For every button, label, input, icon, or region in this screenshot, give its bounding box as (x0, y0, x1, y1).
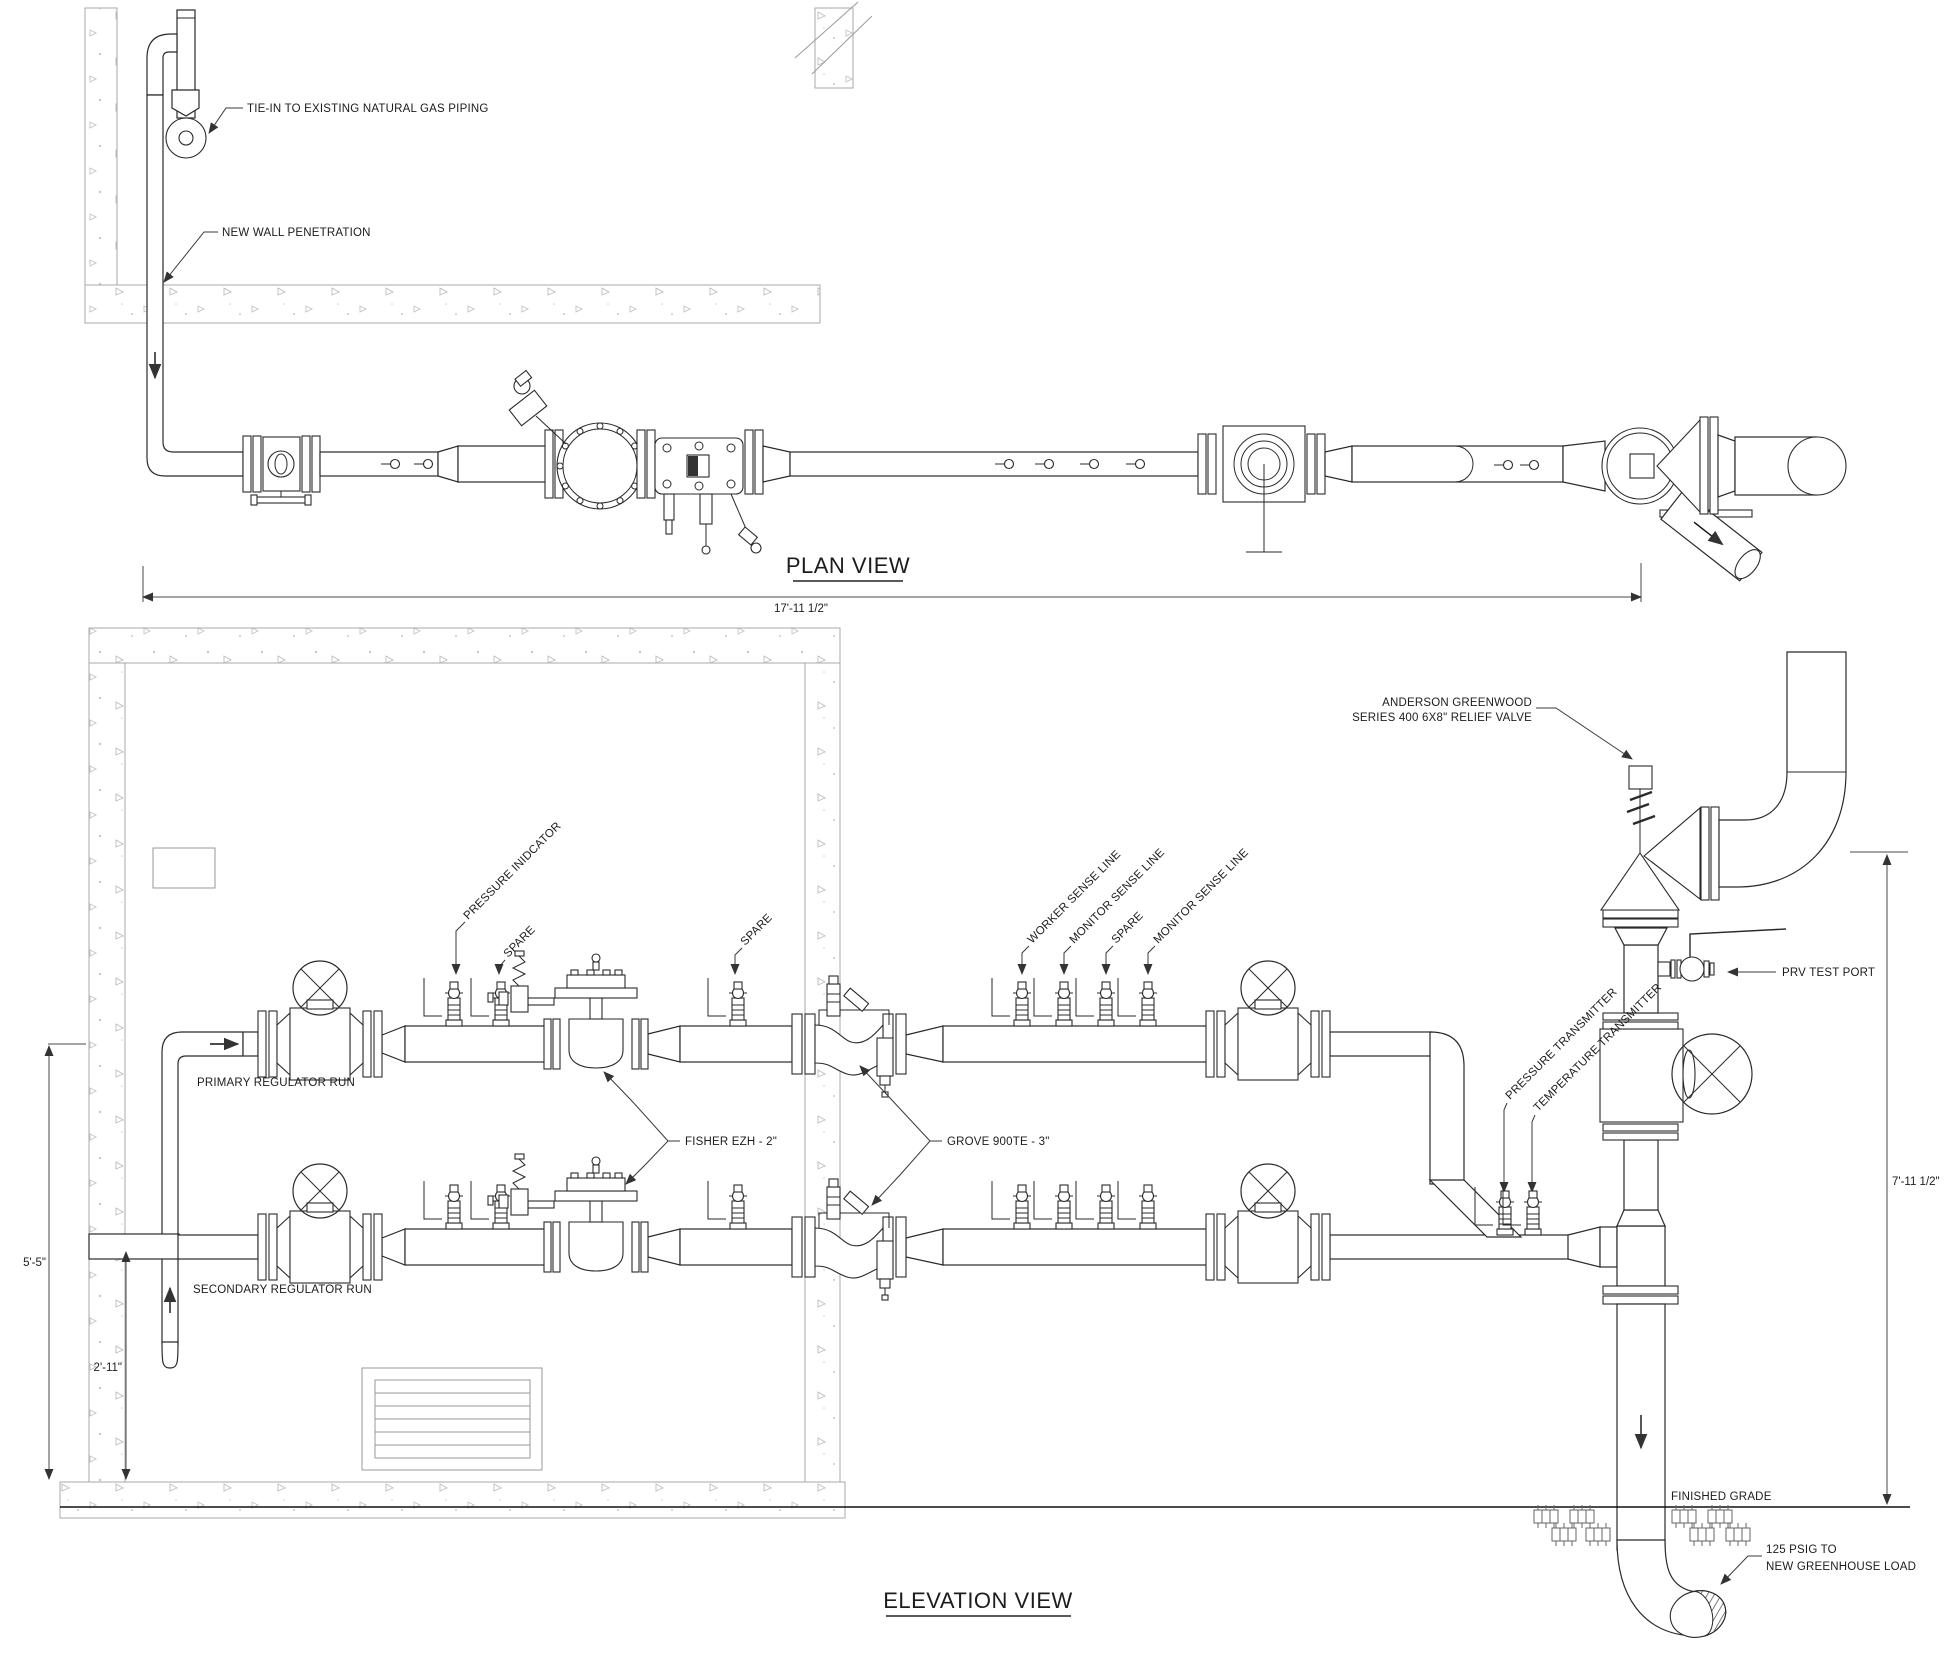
plan-tap (1043, 458, 1055, 470)
plan-tap (1003, 458, 1015, 470)
label-grove-900te: GROVE 900TE - 3" (947, 1136, 1050, 1148)
plan-width-dimension: 17'-11 1/2" (774, 603, 828, 615)
spare-tap (707, 977, 748, 1027)
drip-leg-cap (161, 1341, 179, 1369)
label-monitor-sense-2: MONITOR SENSE LINE (1152, 847, 1252, 947)
header-spool (1599, 1226, 1618, 1268)
plan-vent-down (1660, 489, 1763, 582)
dim-secondary-height: 2'-11" (94, 1362, 122, 1374)
label-tie-in: TIE-IN TO EXISTING NATURAL GAS PIPING (247, 103, 489, 115)
dimension-plan-width: 17'-11 1/2" (142, 563, 1642, 615)
vent-stack (1643, 651, 1847, 901)
pressure-indicator-tap (423, 977, 464, 1027)
dimension-overall-height: 7'-11 1/2" (1850, 851, 1940, 1505)
sense-tap (707, 1180, 748, 1230)
label-prv-test-port: PRV TEST PORT (1782, 967, 1875, 979)
ground-hatch-right (1671, 1504, 1751, 1547)
sense-tap (1075, 1180, 1116, 1230)
sense-tap (1033, 1180, 1074, 1230)
plan-title: PLAN VIEW (786, 553, 910, 578)
spare-sense-tap (1075, 977, 1116, 1027)
plan-main-run (242, 369, 1847, 582)
primary-inlet-gate-valve (257, 960, 383, 1081)
leader-wall-penetration (163, 231, 218, 283)
worker-sense-tap (991, 977, 1032, 1027)
plan-transmitter (508, 369, 567, 445)
leader-tie-in (208, 107, 243, 134)
test-port-lever (1689, 928, 1787, 957)
wall-break-line (794, 1, 859, 59)
plan-view: TIE-IN TO EXISTING NATURAL GAS PIPING NE… (84, 1, 1847, 582)
elevation-title: ELEVATION VIEW (883, 1588, 1073, 1613)
elev-floor-slab (59, 1481, 846, 1519)
label-relief-line2: SERIES 400 6X8" RELIEF VALVE (1352, 712, 1532, 724)
elev-wall-left (88, 662, 126, 1483)
label-load-line1: 125 PSIG TO (1766, 1544, 1837, 1556)
monitor-sense-tap (1117, 977, 1158, 1027)
plan-relief-valve (1656, 416, 1847, 515)
riser-valve-handwheel (1671, 1033, 1753, 1115)
plan-wall-stub (814, 7, 854, 89)
relief-pilot (1628, 765, 1653, 790)
underground-elbow (1616, 1539, 1727, 1638)
secondary-inlet-gate-valve (257, 1163, 383, 1284)
sense-tap (1117, 1180, 1158, 1230)
dimension-secondary-height: 2'-11" (94, 1251, 131, 1480)
label-fisher-ezh: FISHER EZH - 2" (685, 1136, 777, 1148)
label-wall-penetration: NEW WALL PENETRATION (222, 227, 371, 239)
plan-meter-flange (556, 422, 644, 510)
label-finished-grade: FINISHED GRADE (1671, 1491, 1772, 1503)
primary-outlet-gate-valve (1205, 960, 1331, 1081)
label-spare-2: SPARE (739, 912, 775, 948)
load-label: 125 PSIG TO NEW GREENHOUSE LOAD (1720, 1544, 1916, 1585)
dim-primary-height: 5'-5" (23, 1257, 46, 1269)
label-spare-3: SPARE (1110, 910, 1146, 946)
louver-vent (361, 1367, 543, 1471)
plan-wall-left (84, 7, 118, 286)
relief-valve (1599, 765, 1681, 911)
label-relief-line1: ANDERSON GREENWOOD (1382, 697, 1532, 709)
plan-vent-opening (1787, 436, 1847, 496)
dimension-primary-height: 5'-5" (23, 1043, 86, 1480)
sense-tap (991, 1180, 1032, 1230)
label-pressure-indicator: PRESSURE INIDCATOR (462, 820, 564, 922)
secondary-regulator-run (177, 1153, 1571, 1301)
wall-break-line (811, 15, 873, 75)
label-load-line2: NEW GREENHOUSE LOAD (1766, 1561, 1916, 1573)
plan-tap (422, 458, 434, 470)
plan-ezh-regulator (654, 437, 762, 555)
inlet-wall-stub (88, 1233, 180, 1260)
plan-riser-elbow (1601, 427, 1679, 505)
plan-tap (1134, 458, 1146, 470)
riser-assembly (1599, 651, 1847, 1551)
plan-tap (1528, 459, 1540, 471)
plan-tap (389, 458, 401, 470)
header-expander (1567, 1226, 1601, 1268)
plan-tap (1088, 458, 1100, 470)
riser-gate-valve (1599, 1028, 1684, 1123)
monitor-sense-tap (1033, 977, 1074, 1027)
plan-tap (1502, 459, 1514, 471)
secondary-outlet-gate-valve (1205, 1163, 1331, 1284)
tie-in-assembly (146, 9, 207, 159)
fisher-label: FISHER EZH - 2" (603, 1071, 777, 1185)
elevation-view: PRESSURE INIDCATOR SPARE SPARE WORKER SE… (23, 627, 1940, 1638)
ground-hatch-left (1533, 1504, 1611, 1547)
relief-valve-label: ANDERSON GREENWOOD SERIES 400 6X8" RELIE… (1352, 697, 1633, 760)
grove-label: GROVE 900TE - 3" (859, 1065, 1050, 1206)
plan-wall-bottom (84, 284, 821, 324)
elev-roof-slab (88, 627, 841, 664)
sense-tap (423, 1180, 464, 1230)
wall-junction-box (152, 847, 216, 889)
primary-drop-elbow (1429, 1031, 1465, 1185)
plan-gate-valve (1222, 425, 1306, 553)
prv-test-port-valve (1657, 928, 1787, 982)
dim-overall-height: 7'-11 1/2" (1892, 1176, 1940, 1188)
prv-test-port-label: PRV TEST PORT (1727, 967, 1875, 979)
label-secondary-run: SECONDARY REGULATOR RUN (193, 1284, 372, 1296)
label-primary-run: PRIMARY REGULATOR RUN (197, 1077, 355, 1089)
